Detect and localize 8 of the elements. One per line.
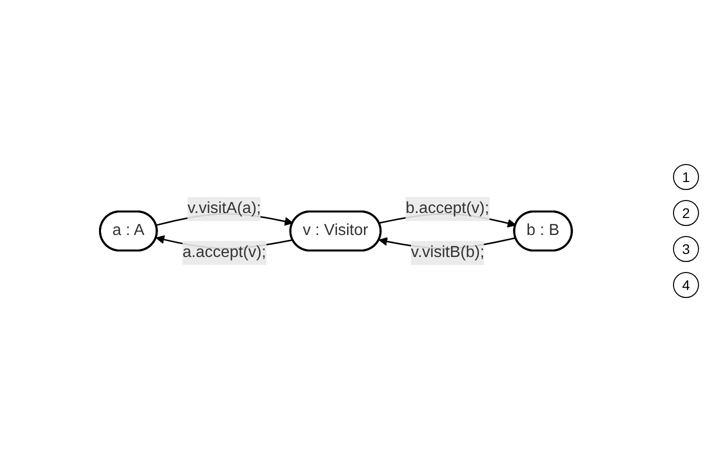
callout-number: 4 xyxy=(673,272,699,298)
edge-label: v.visitA(a); xyxy=(187,200,261,218)
edge-label: b.accept(v); xyxy=(405,200,489,218)
edge-label: v.visitB(b); xyxy=(410,244,484,261)
callout-number: 2 xyxy=(673,200,699,226)
callout-number: 3 xyxy=(673,236,699,262)
edge-label: a.accept(v); xyxy=(182,244,266,261)
callout-number: 1 xyxy=(673,164,699,190)
